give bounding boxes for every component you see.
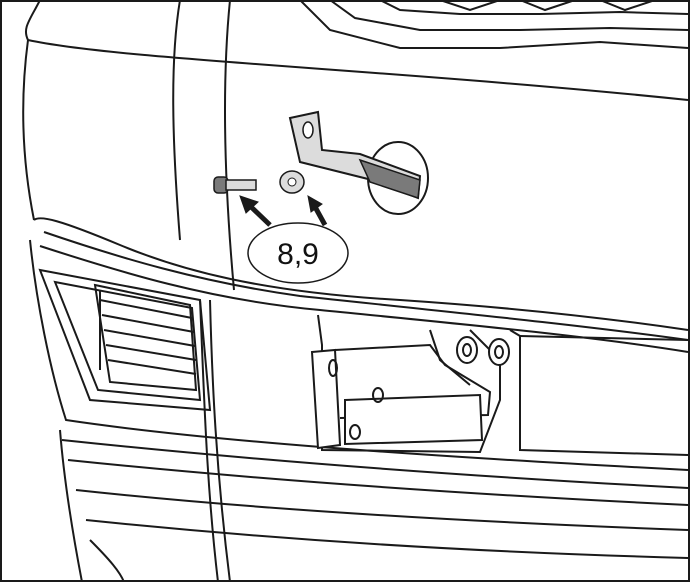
washer-icon bbox=[279, 170, 305, 194]
upper-grille bbox=[299, 0, 689, 49]
fog-light-vent bbox=[38, 268, 212, 412]
callout-label: 8,9 bbox=[277, 238, 319, 271]
bumper-body bbox=[22, 0, 689, 582]
hitch-bracket-icon bbox=[310, 314, 689, 456]
callout-arrows bbox=[239, 195, 328, 227]
callout-bubble: 8,9 bbox=[247, 222, 349, 284]
bolt-icon bbox=[213, 176, 257, 194]
mounting-bracket bbox=[288, 110, 429, 215]
nut-icon bbox=[456, 336, 510, 366]
